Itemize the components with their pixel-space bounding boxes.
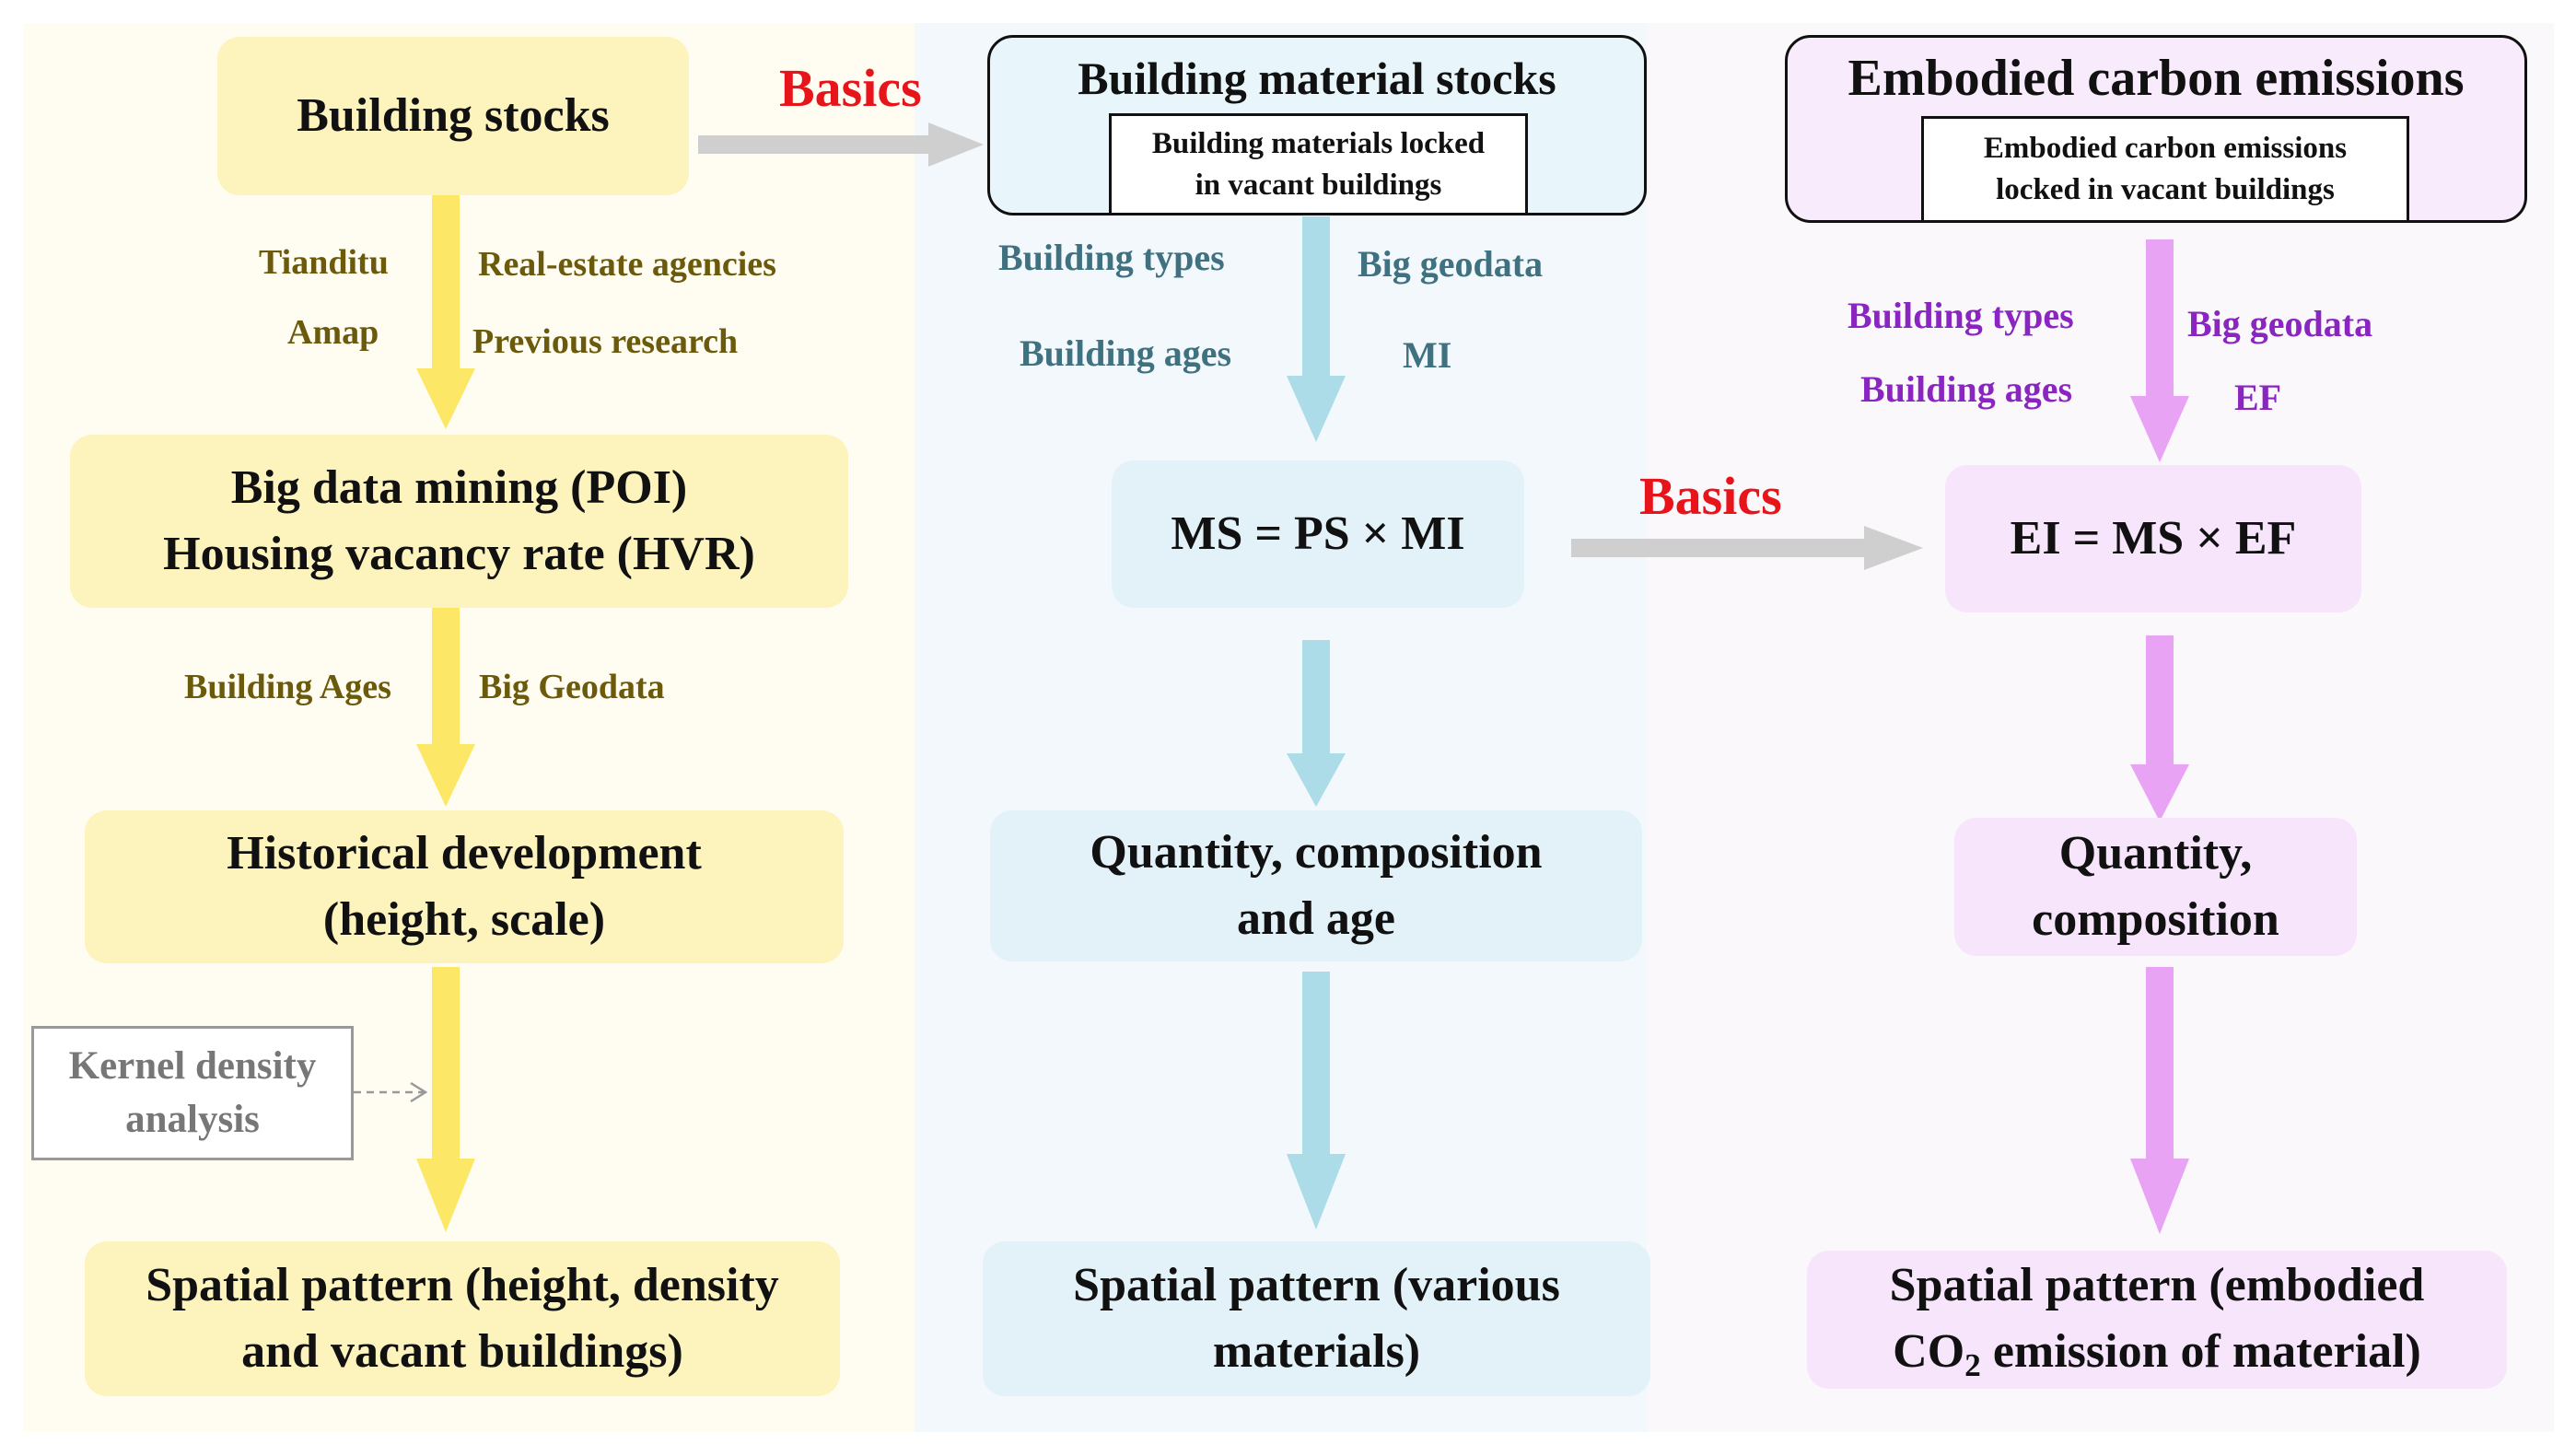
left-spatial-pattern-line1: Spatial pattern (height, density [146, 1259, 779, 1312]
ei-formula: EI = MS × EF [2010, 512, 2297, 565]
co2-subscript: 2 [1964, 1345, 1981, 1383]
kernel-dashed-arrow [354, 1081, 428, 1103]
purple-arrow-1 [2130, 239, 2189, 462]
embodied-emissions-locked-line2: locked in vacant buildings [1996, 173, 2335, 206]
height-scale-line: (height, scale) [322, 893, 606, 946]
label-big-geodata: Big Geodata [479, 668, 665, 706]
building-material-stocks-header: Building material stocks Building materi… [987, 35, 1647, 215]
housing-vacancy-rate-line: Housing vacancy rate (HVR) [163, 528, 755, 580]
yellow-arrow-2 [416, 608, 475, 807]
big-data-mining-box: Big data mining (POI) Housing vacancy ra… [70, 435, 848, 608]
label-building-types-mid: Building types [998, 237, 1225, 278]
building-materials-locked-line1: Building materials locked [1151, 126, 1486, 160]
analysis-line: analysis [125, 1098, 260, 1141]
quantity-composition-line: Quantity, composition [1090, 826, 1543, 879]
grey-arrow-mid [1571, 526, 1923, 570]
building-materials-locked-line2: in vacant buildings [1195, 168, 1442, 202]
middle-spatial-pattern-line2: materials) [1212, 1325, 1421, 1378]
right-spatial-pattern-box: Spatial pattern (embodied CO2 emission o… [1807, 1251, 2507, 1389]
and-age-line: and age [1237, 892, 1395, 945]
historical-development-line: Historical development [227, 827, 702, 880]
middle-spatial-pattern-box: Spatial pattern (various materials) [983, 1241, 1650, 1396]
historical-development-box: Historical development (height, scale) [85, 810, 844, 963]
blue-arrow-2 [1287, 640, 1346, 807]
kernel-density-line: Kernel density [68, 1043, 317, 1088]
quantity-right-line: Quantity, [2058, 827, 2253, 880]
blue-arrow-1 [1287, 216, 1346, 442]
blue-arrow-3 [1287, 972, 1346, 1229]
purple-arrow-2 [2130, 635, 2189, 821]
right-spatial-pattern-line2: CO2 emission of material) [1893, 1319, 2421, 1388]
ms-formula: MS = PS × MI [1171, 507, 1465, 561]
left-panel-background [23, 23, 915, 1432]
label-amap: Amap [287, 313, 379, 352]
composition-right-line: composition [2032, 893, 2279, 946]
embodied-carbon-emissions-header: Embodied carbon emissions Embodied carbo… [1785, 35, 2527, 223]
building-stocks-label: Building stocks [297, 89, 610, 143]
right-panel-background [1647, 23, 2554, 1432]
middle-spatial-pattern-line1: Spatial pattern (various [1073, 1259, 1560, 1312]
left-spatial-pattern-line2: and vacant buildings) [241, 1325, 683, 1378]
right-spatial-pattern-line1: Spatial pattern (embodied [1889, 1258, 2425, 1311]
label-tianditu: Tianditu [259, 243, 389, 282]
building-material-stocks-title: Building material stocks [1078, 52, 1556, 104]
basics-label-top: Basics [779, 58, 922, 118]
big-data-mining-line: Big data mining (POI) [230, 461, 688, 515]
label-big-geodata-right: Big geodata [2187, 303, 2373, 344]
building-materials-locked-box: Building materials locked in vacant buil… [1109, 113, 1528, 215]
quantity-composition-age-box: Quantity, composition and age [990, 810, 1642, 961]
basics-label-mid: Basics [1639, 466, 1782, 526]
building-stocks-box: Building stocks [217, 37, 689, 195]
middle-panel-background [915, 23, 1647, 1432]
grey-arrow-top [698, 122, 984, 167]
left-spatial-pattern-box: Spatial pattern (height, density and vac… [85, 1241, 840, 1396]
label-building-ages-right: Building ages [1860, 368, 2073, 410]
label-building-ages-mid: Building ages [1020, 332, 1232, 374]
yellow-arrow-1 [416, 195, 475, 429]
yellow-arrow-3 [416, 967, 475, 1232]
label-real-estate-agencies: Real-estate agencies [478, 245, 776, 284]
ms-formula-box: MS = PS × MI [1112, 460, 1524, 608]
kernel-density-analysis-box: Kernel density analysis [31, 1026, 354, 1160]
co2-text: CO [1893, 1324, 1965, 1378]
ei-formula-box: EI = MS × EF [1945, 465, 2361, 612]
label-big-geodata-mid: Big geodata [1358, 243, 1544, 285]
quantity-composition-right-box: Quantity, composition [1954, 818, 2357, 956]
label-ef: EF [2234, 377, 2282, 418]
embodied-emissions-locked-line1: Embodied carbon emissions [1983, 132, 2348, 166]
label-previous-research: Previous research [472, 322, 739, 361]
label-building-ages: Building Ages [184, 668, 391, 706]
emission-of-material-text: emission of material) [1980, 1324, 2421, 1378]
embodied-emissions-locked-box: Embodied carbon emissions locked in vaca… [1921, 116, 2409, 223]
label-mi: MI [1403, 334, 1452, 376]
embodied-carbon-emissions-title: Embodied carbon emissions [1847, 50, 2465, 107]
label-building-types-right: Building types [1847, 295, 2074, 336]
purple-arrow-3 [2130, 967, 2189, 1234]
